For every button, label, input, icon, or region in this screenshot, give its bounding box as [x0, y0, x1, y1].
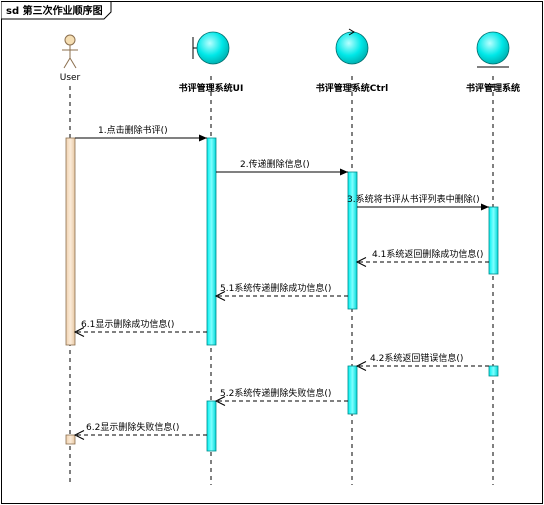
svg-text:4.1系统返回删除成功信息(): 4.1系统返回删除成功信息()	[372, 248, 483, 260]
svg-text:2.传递删除信息(): 2.传递删除信息()	[240, 158, 310, 170]
message-6-1: 6.1显示删除成功信息()	[73, 318, 207, 337]
activation-ctrl-1	[347, 171, 358, 310]
svg-text:4.2系统返回错误信息(): 4.2系统返回错误信息()	[370, 352, 463, 364]
message-5-2: 5.2系统传递删除失败信息()	[214, 387, 348, 406]
activation-entity-2	[488, 365, 499, 377]
participant-user-label: User	[60, 73, 81, 83]
frame-title: sd 第三次作业顺序图	[6, 4, 103, 17]
user-actor-icon	[62, 34, 78, 69]
message-4-2: 4.2系统返回错误信息()	[355, 352, 489, 371]
message-2: 2.传递删除信息()	[216, 158, 348, 176]
svg-text:3.系统将书评从书评列表中删除(): 3.系统将书评从书评列表中删除()	[347, 193, 480, 205]
boundary-icon	[192, 31, 230, 65]
svg-text:6.2显示删除失败信息(): 6.2显示删除失败信息()	[86, 421, 179, 433]
participant-ctrl-label: 书评管理系统Ctrl	[316, 82, 388, 94]
activation-ui-2	[206, 400, 217, 452]
activation-ui-1	[206, 137, 217, 346]
activation-entity-1	[488, 206, 499, 275]
frame-title-box	[1, 1, 112, 20]
activation-user-1	[65, 137, 76, 346]
svg-text:6.1显示删除成功信息(): 6.1显示删除成功信息()	[81, 318, 174, 330]
activation-ctrl-2	[347, 365, 358, 415]
svg-text:5.2系统传递删除失败信息(): 5.2系统传递删除失败信息()	[220, 387, 331, 399]
svg-text:5.1系统传递删除成功信息(): 5.1系统传递删除成功信息()	[220, 282, 331, 294]
entity-icon	[476, 31, 510, 68]
control-icon	[335, 28, 369, 65]
message-4-1: 4.1系统返回删除成功信息()	[355, 248, 489, 267]
message-6-2: 6.2显示删除失败信息()	[73, 421, 207, 440]
message-1: 1.点击删除书评()	[75, 124, 207, 142]
svg-text:1.点击删除书评(): 1.点击删除书评()	[98, 124, 168, 136]
message-5-1: 5.1系统传递删除成功信息()	[214, 282, 348, 301]
participant-entity-label: 书评管理系统	[466, 82, 520, 94]
participant-ui-label: 书评管理系统UI	[179, 82, 244, 94]
activation-user-2	[65, 434, 76, 445]
message-3: 3.系统将书评从书评列表中删除()	[347, 193, 489, 211]
